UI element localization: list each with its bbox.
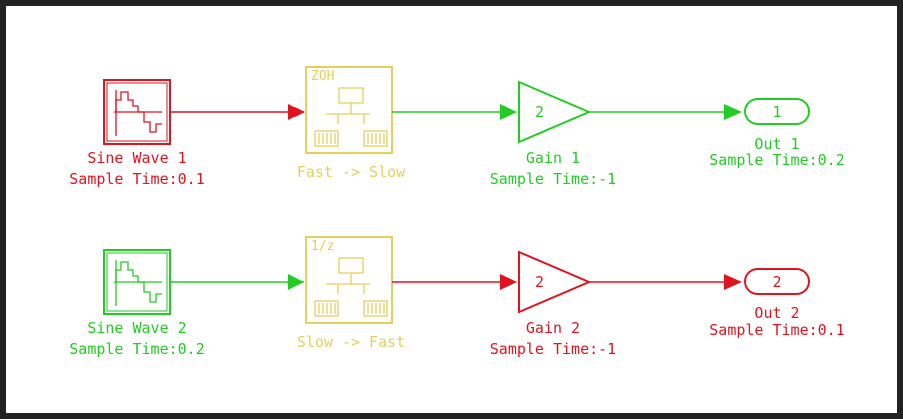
rate-transition-icon <box>314 87 388 147</box>
gain-2-block[interactable] <box>518 250 592 314</box>
sine-wave-icon <box>114 90 162 136</box>
gain-2-value: 2 <box>535 273 544 291</box>
gain-2-sample-time: Sample Time:-1 <box>490 340 616 358</box>
gain-1-label: Gain 1 <box>526 149 580 167</box>
gain-1-value: 2 <box>535 103 544 121</box>
sine-wave-1-sample-time: Sample Time:0.1 <box>69 170 204 188</box>
outport-2-label: Out 2 <box>754 304 799 322</box>
rate-transition-2-badge: 1/z <box>311 239 334 254</box>
sine-wave-1-block[interactable] <box>103 79 171 145</box>
outport-1-block[interactable] <box>744 98 810 125</box>
rate-transition-icon <box>314 257 388 317</box>
rate-transition-1-block[interactable] <box>305 66 393 154</box>
gain-1-sample-time: Sample Time:-1 <box>490 170 616 188</box>
outport-2-number: 2 <box>772 273 781 291</box>
outport-2-block[interactable] <box>744 268 810 295</box>
gain-1-block[interactable] <box>518 80 592 144</box>
sine-wave-2-block[interactable] <box>103 249 171 315</box>
outport-1-sample-time: Sample Time:0.2 <box>709 151 844 169</box>
rate-transition-2-block[interactable] <box>305 236 393 324</box>
rate-transition-2-label: Slow -> Fast <box>297 333 405 351</box>
sine-wave-icon <box>114 260 162 306</box>
sine-wave-2-sample-time: Sample Time:0.2 <box>69 340 204 358</box>
sine-wave-2-label: Sine Wave 2 <box>87 319 186 337</box>
outport-1-label: Out 1 <box>754 135 799 153</box>
rate-transition-1-badge: ZOH <box>311 69 334 84</box>
rate-transition-1-label: Fast -> Slow <box>297 163 406 181</box>
gain-2-label: Gain 2 <box>526 319 580 337</box>
sine-wave-1-label: Sine Wave 1 <box>87 149 186 167</box>
outport-2-sample-time: Sample Time:0.1 <box>709 321 844 339</box>
outport-1-number: 1 <box>772 103 781 121</box>
